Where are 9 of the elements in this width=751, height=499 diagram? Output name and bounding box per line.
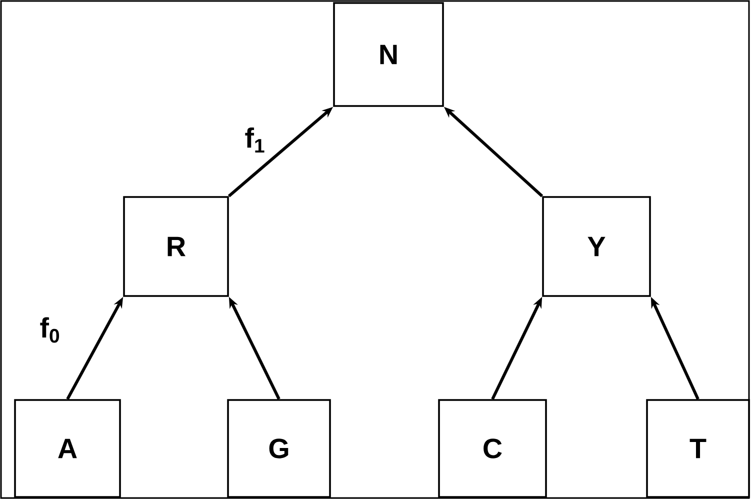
letter-box: G	[227, 399, 331, 498]
letter-box: A	[14, 399, 121, 498]
edge-label: f$_{1}$	[244, 126, 266, 154]
letter-box: R	[123, 196, 229, 297]
letter-box: C	[438, 399, 547, 498]
letter-box: N	[333, 2, 444, 107]
letter-box: T	[646, 399, 750, 498]
edge-label: f$_{0}$	[38, 316, 62, 344]
letter-box: Y	[542, 196, 651, 297]
